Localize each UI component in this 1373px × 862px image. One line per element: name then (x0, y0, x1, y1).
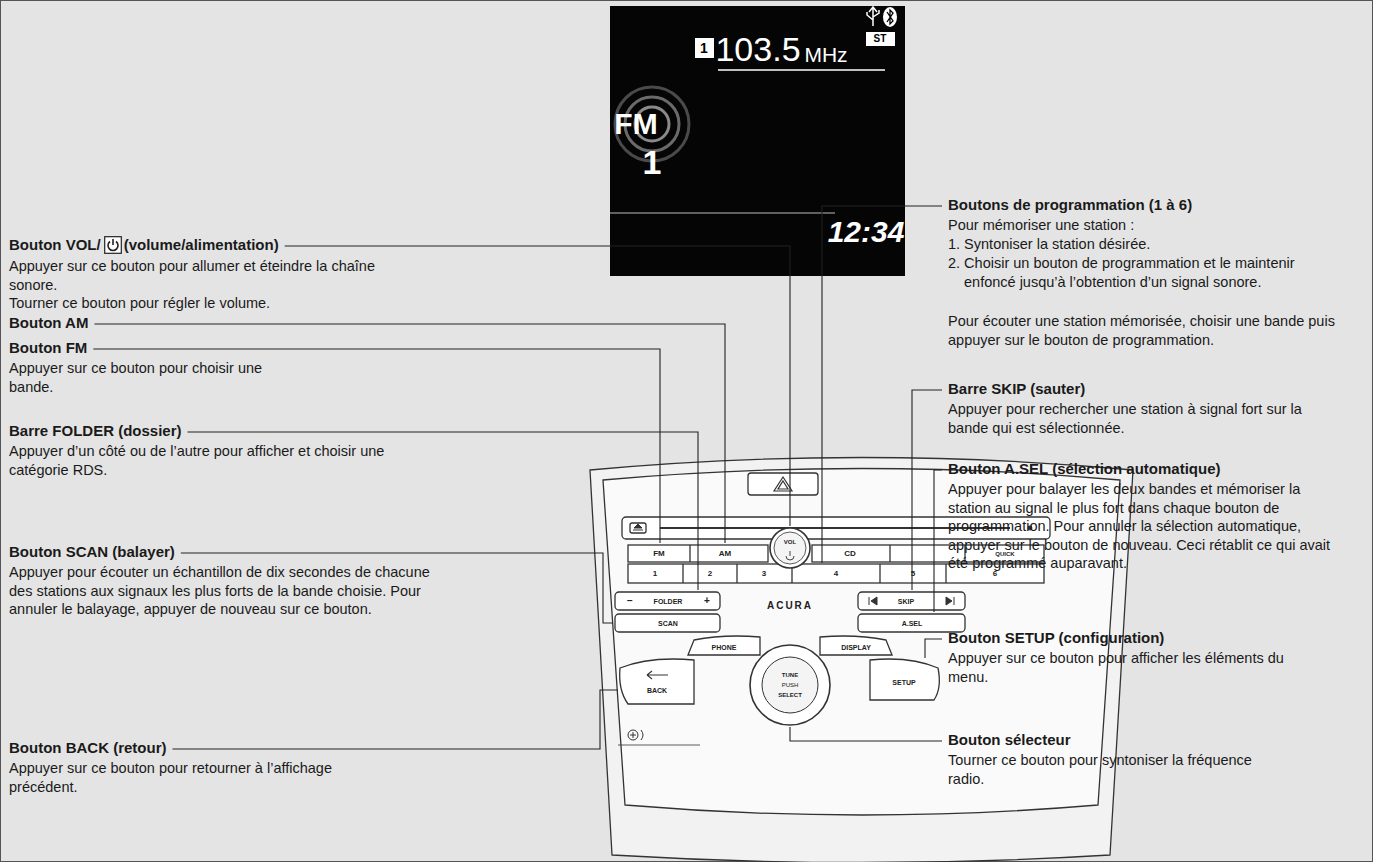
brand-logo: ACURA (767, 601, 813, 611)
callout-text: Appuyer sur ce bouton pour allumer et ét… (9, 257, 389, 294)
callout-text: Appuyer pour balayer les deux bandes et … (948, 480, 1343, 573)
callout-title: Barre FOLDER (dossier) (9, 422, 182, 441)
button-label: SKIP (898, 598, 914, 605)
callout-text: Appuyer d’un côté ou de l’autre pour aff… (9, 442, 429, 479)
leader-line (822, 206, 942, 563)
callout-text: Tourner ce bouton pour syntoniser la fré… (948, 751, 1278, 788)
display-text: MHz (804, 44, 847, 65)
leader-line (912, 390, 942, 590)
leader-line (285, 246, 790, 526)
display-text: FM (614, 109, 657, 139)
callout-text: Appuyer sur ce bouton pour choisir une b… (9, 359, 289, 396)
leader-line (172, 690, 618, 749)
button-label: BACK (647, 687, 667, 694)
callout-text: Tourner ce bouton pour régler le volume. (9, 294, 389, 313)
display-text: 1 (700, 41, 708, 55)
button-label: A.SEL (902, 620, 923, 627)
button-label: 4 (834, 570, 838, 578)
callout-title: Bouton A.SEL (sélection automatique) (948, 460, 1221, 479)
button-label: QUICK (995, 551, 1014, 557)
leader-line (925, 639, 942, 658)
button-label: SETUP (892, 679, 915, 686)
callout-title: Bouton sélecteur (948, 731, 1071, 750)
callout-text: Appuyer pour écouter un échantillon de d… (9, 563, 454, 619)
button-label: PUSH (782, 682, 799, 688)
callout-title: (volume/alimentation) (124, 236, 279, 255)
callout-title: Barre SKIP (sauter) (948, 380, 1085, 399)
button-label: 6 (993, 570, 997, 578)
callout-text: 2. Choisir un bouton de programmation et… (948, 254, 1343, 291)
callout-text: Pour mémoriser une station : (948, 216, 1343, 235)
button-label: FOLDER (654, 598, 683, 605)
leader-line (934, 470, 942, 612)
callout-title: Bouton VOL/ (9, 236, 101, 255)
power-icon-svg (104, 236, 122, 254)
button-label: TUNE (782, 672, 798, 678)
button-label: SCAN (658, 620, 678, 627)
display-text: ST (874, 34, 887, 44)
callout-text: Appuyer sur ce bouton pour afficher les … (948, 649, 1288, 686)
callout-text: Appuyer pour rechercher une station à si… (948, 400, 1343, 437)
leader-line (790, 727, 942, 741)
callout-title: Boutons de programmation (1 à 6) (948, 196, 1192, 215)
power-icon (104, 236, 122, 254)
callout-title: Bouton AM (9, 314, 88, 333)
button-label: 1 (653, 570, 657, 578)
button-label: AM (719, 550, 731, 558)
button-label: FM (653, 550, 665, 558)
callout-title: Bouton FM (9, 339, 87, 358)
button-label: CD (844, 550, 856, 558)
button-label: + (704, 596, 710, 606)
button-label: 2 (708, 570, 712, 578)
callout-title: Bouton SCAN (balayer) (9, 543, 175, 562)
button-label: PHONE (712, 644, 737, 651)
callout-title: Bouton BACK (retour) (9, 739, 166, 758)
callout-text: Pour écouter une station mémorisée, choi… (948, 312, 1343, 349)
button-label: VOL (784, 539, 796, 545)
callout-text: Appuyer sur ce bouton pour retourner à l… (9, 759, 339, 796)
display-text: 103.5 (715, 32, 800, 66)
button-label: DISPLAY (841, 644, 871, 651)
callout-text: 1. Syntoniser la station désirée. (948, 235, 1343, 254)
button-label: 3 (762, 570, 766, 578)
callout-title: Bouton SETUP (configuration) (948, 629, 1164, 648)
button-label: − (627, 596, 633, 606)
display-text: 12:34 (828, 217, 905, 247)
display-screen (610, 6, 905, 276)
leader-line (94, 324, 725, 543)
button-label: 5 (911, 570, 915, 578)
display-text: 1 (643, 145, 662, 179)
button-label: SELECT (778, 692, 802, 698)
